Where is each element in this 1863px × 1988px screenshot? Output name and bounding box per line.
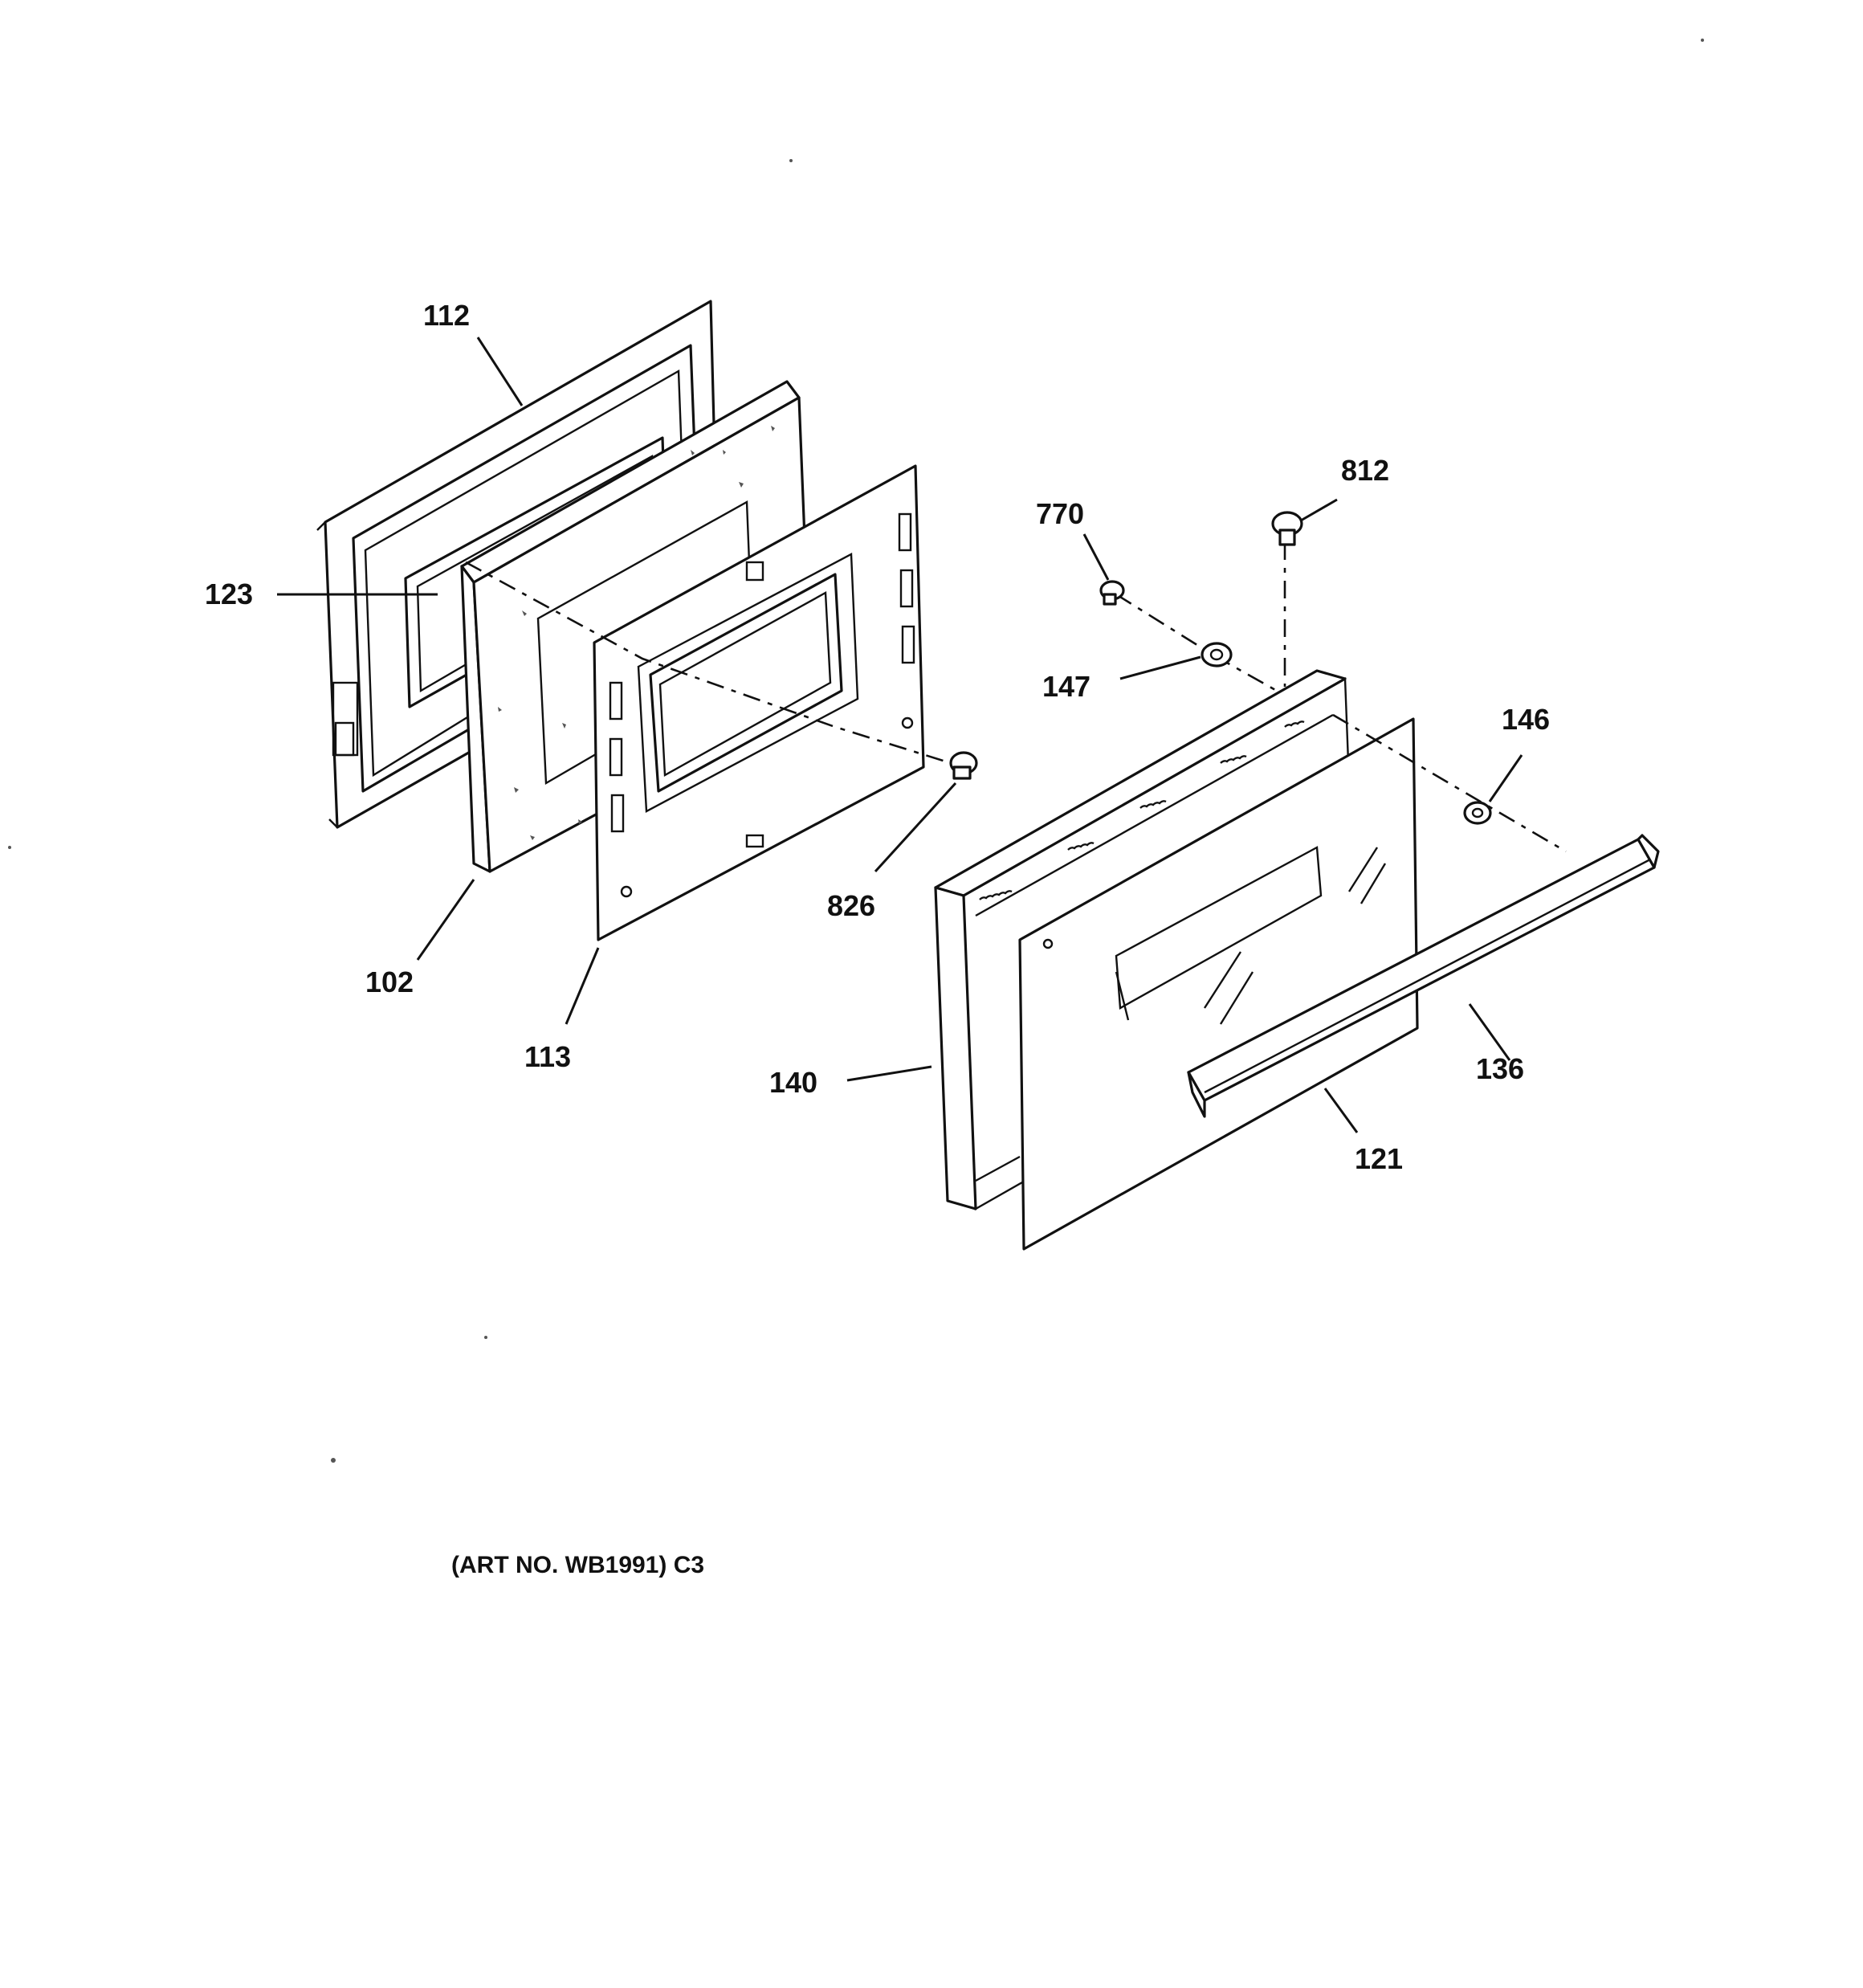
callout-123: 123 <box>205 578 253 610</box>
part-121-outer-glass <box>1018 717 1419 1251</box>
callout-826: 826 <box>827 889 875 922</box>
callout-102: 102 <box>365 965 414 998</box>
callout-140: 140 <box>769 1066 817 1099</box>
scan-specks <box>8 39 1704 1463</box>
part-140-outer-door-frame <box>934 669 1359 1211</box>
part-113-inner-door-panel <box>593 464 925 941</box>
callout-147: 147 <box>1042 670 1090 703</box>
callout-121: 121 <box>1355 1142 1403 1175</box>
part-147-washer <box>1201 642 1233 667</box>
part-826-screw <box>949 751 978 780</box>
leader-lines <box>277 337 1523 1133</box>
callout-770: 770 <box>1036 497 1084 530</box>
callout-146: 146 <box>1502 703 1550 736</box>
part-136-door-handle <box>1187 834 1660 1118</box>
callout-112: 112 <box>423 299 470 332</box>
callout-113: 113 <box>524 1040 571 1073</box>
part-812-screw <box>1271 511 1303 546</box>
callout-812: 812 <box>1341 454 1389 487</box>
part-770-screw <box>1099 580 1125 606</box>
part-146-spacer <box>1463 801 1492 825</box>
callout-136: 136 <box>1476 1052 1524 1085</box>
art-number-label: (ART NO. WB1991) C3 <box>451 1552 704 1578</box>
